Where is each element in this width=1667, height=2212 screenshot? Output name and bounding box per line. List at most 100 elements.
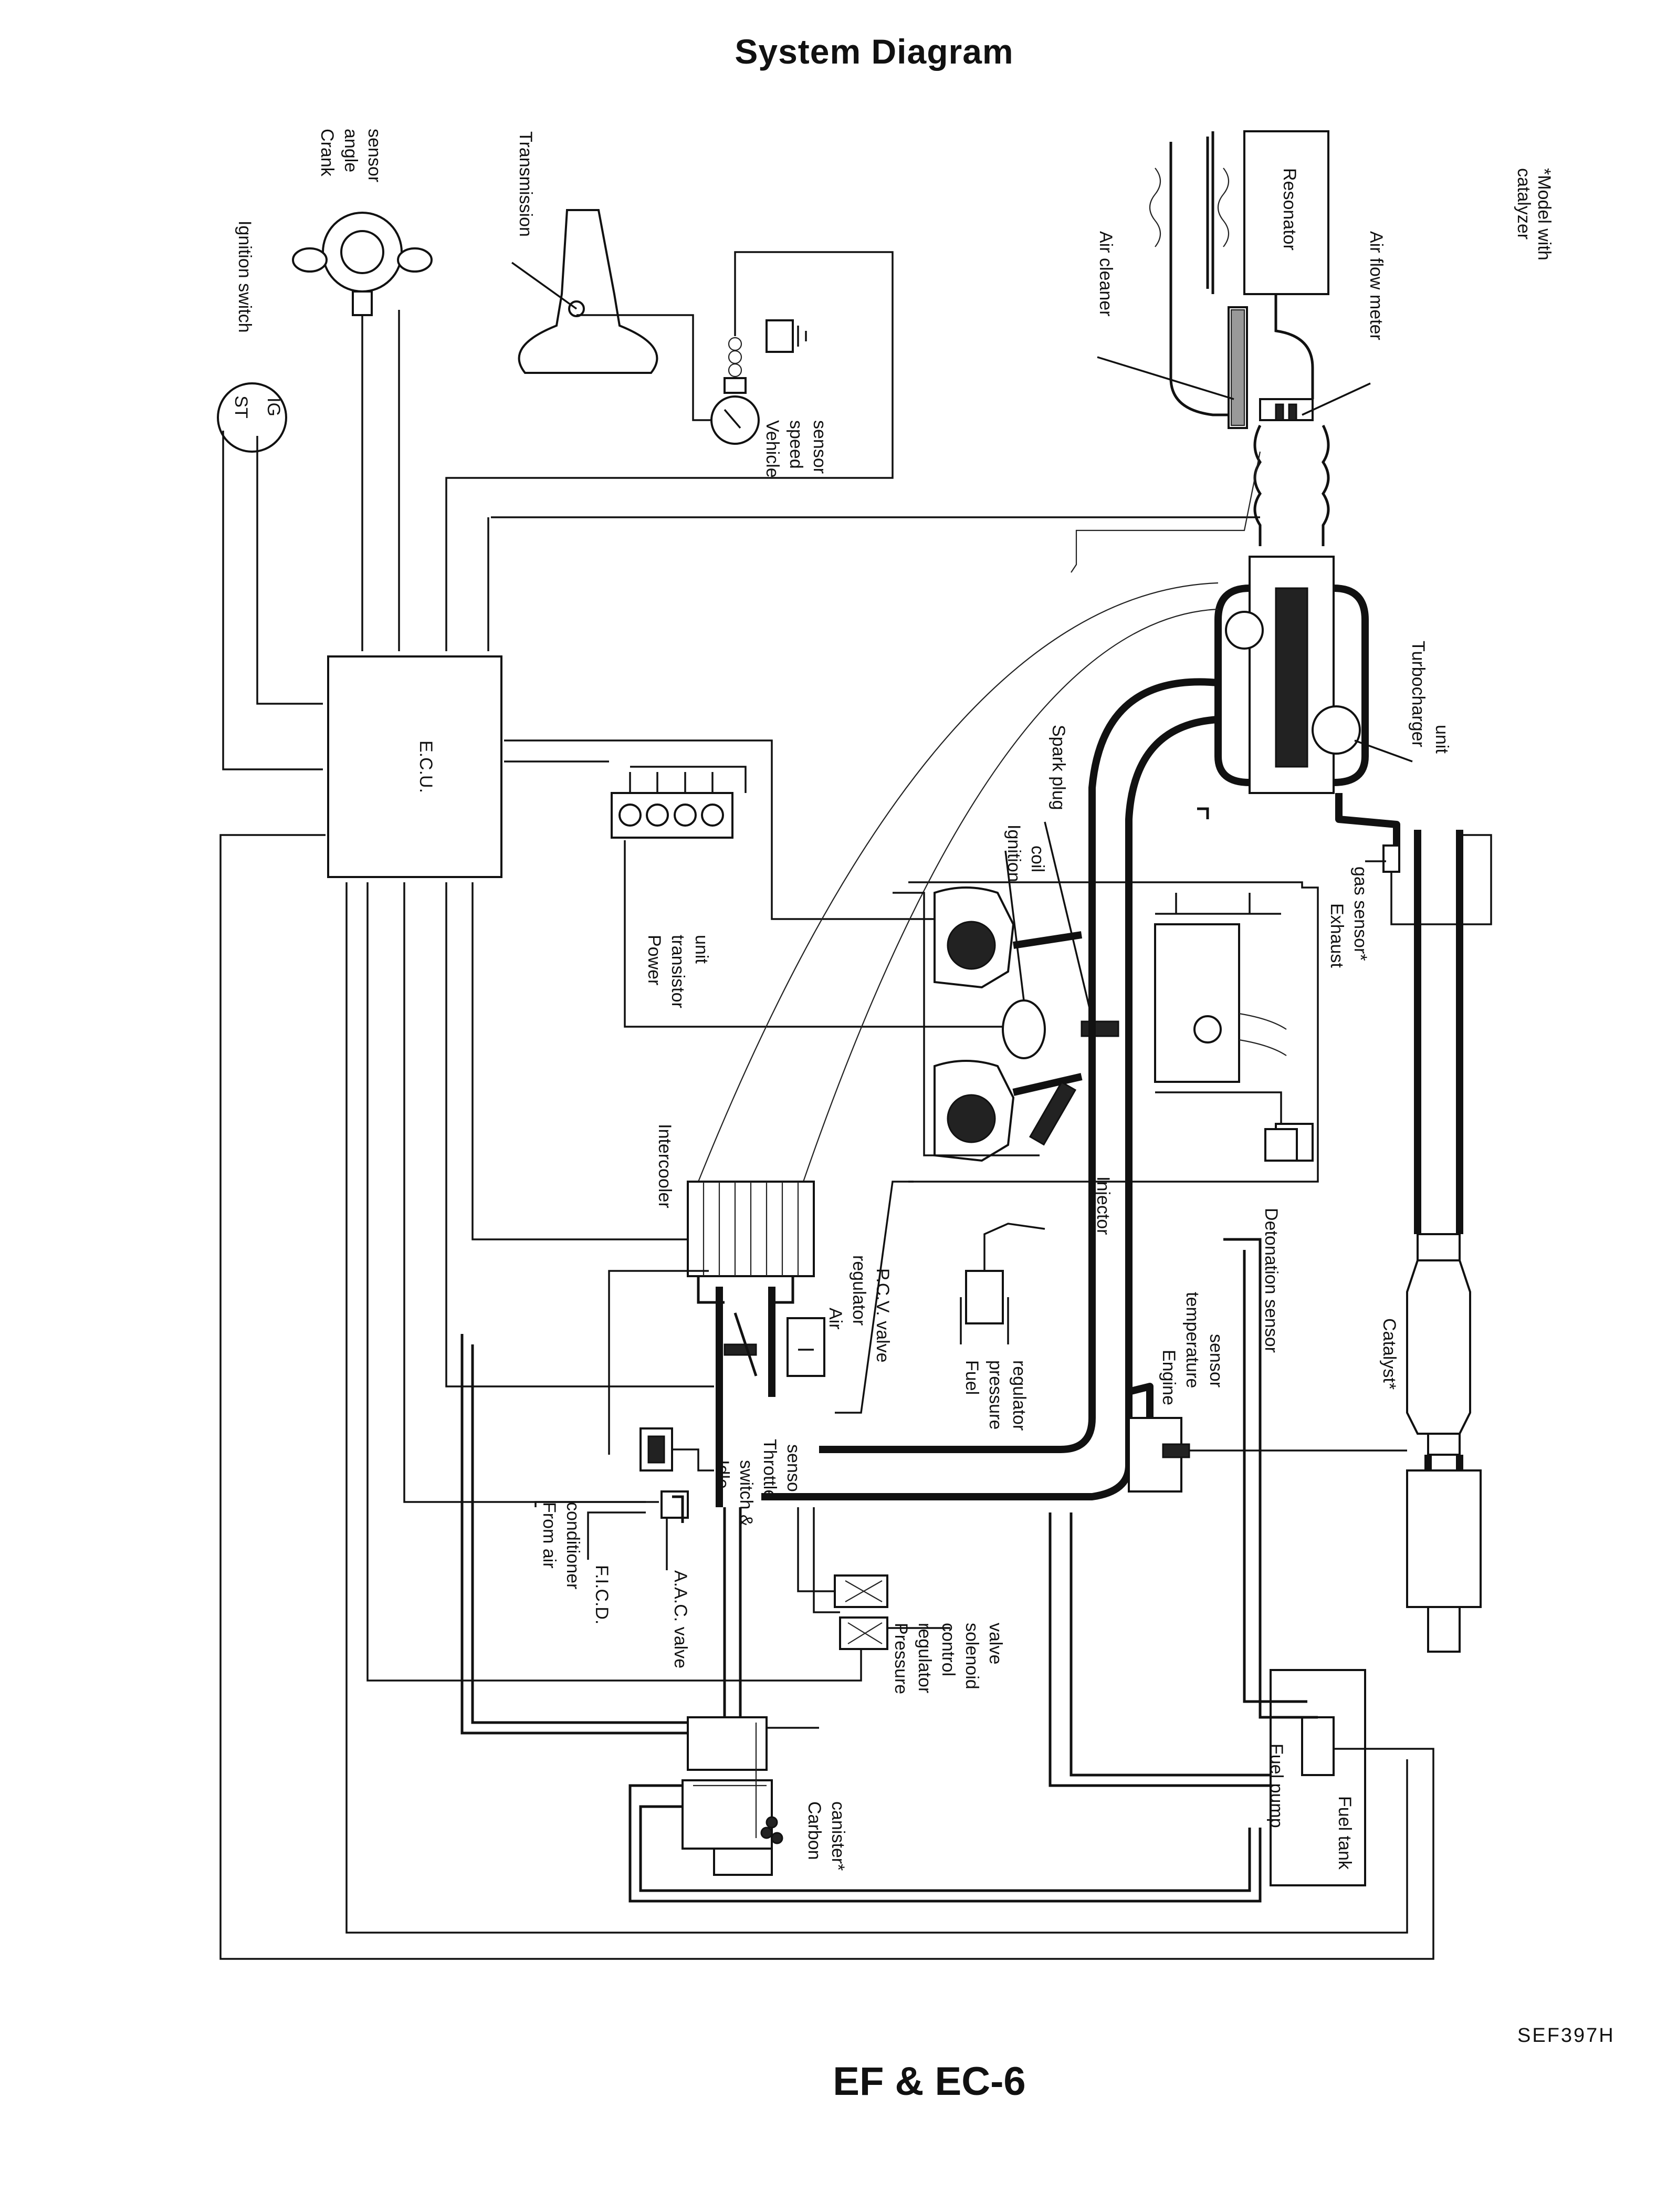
turbocharger: Turbocharger unit [1197,556,1452,819]
wire-injector-ecu [893,892,1040,1156]
afm-signal [1071,451,1261,573]
turbocharger-leader [1354,739,1413,763]
turbocharger-label-2: unit [1432,725,1452,754]
fuel-pump: Fuel pump [1266,1716,1335,1828]
vehicle-speed-sensor-label-3: sensor [810,420,830,474]
pipe-turbo-intercooler-1 [697,582,1219,1182]
power-transistor-unit: Power transistor unit [611,766,747,1008]
wire-speed-sensor-ecu [445,251,894,651]
exhaust-gas-sensor-label-2: gas sensor* [1350,867,1370,961]
ignition-coil-label-1: Ignition [1004,825,1024,882]
engine-outline [908,881,1319,1183]
vehicle-speed-sensor: Vehicle speed sensor [710,319,830,478]
ecu-label: E.C.U. [416,740,436,793]
page-title: System Diagram [735,32,1014,71]
pressure-regulator-control-solenoid-valve: Pressure regulator control solenoid valv… [797,1507,1005,1694]
cylinder-head-lower [1012,1073,1083,1096]
wire-ecu-aac [403,882,659,1503]
canister-fuel-tank-line [628,1784,1262,1903]
aac-hose [672,1495,684,1523]
idle-switch-wire [672,1448,714,1472]
engine-temperature-label-2: temperature [1182,1292,1202,1388]
from-air-conditioner-label-1: From air [539,1502,559,1569]
air-regulator-label-1: Air [825,1308,845,1330]
wire-ignition-st [222,431,323,770]
turbocharger-label-1: Turbocharger [1408,641,1428,747]
air-cleaner-leader [1097,356,1234,400]
resonator: Resonator [1243,130,1329,399]
air-flow-meter-leader [1302,382,1371,416]
engine-temperature-label-1: Engine [1159,1350,1179,1405]
fuel-tank-label: Fuel tank [1335,1796,1355,1870]
resonator-label: Resonator [1280,168,1299,251]
fuel-pressure-regulator-label-3: regulator [1009,1360,1029,1431]
intake-duct-turbo-to-manifold [819,678,1219,1453]
air-cleaner-label: Air cleaner [1096,231,1116,317]
catalyzer-note: *Model with catalyzer [1514,168,1554,260]
air-regulator-label-2: regulator [849,1255,869,1326]
ecu-box: E.C.U. [327,655,502,878]
page-number: EF & EC-6 [833,2059,1026,2104]
catalyst: Catalyst* [1379,1233,1482,1653]
intake-duct-inner [761,716,1219,1500]
wire-ecu-canister [345,882,1408,1934]
prcs-label-4: solenoid [962,1623,982,1689]
ficd-leader [587,1511,646,1560]
vehicle-speed-sensor-label-2: speed [786,420,806,469]
injector: Injector [1029,1081,1113,1235]
spark-plug-label: Spark plug [1049,725,1068,810]
prcs-label-1: Pressure [891,1623,911,1694]
aac-valve-label: A.A.C. valve [670,1570,690,1668]
engine-block [934,886,1314,1162]
injector-label: Injector [1093,1176,1113,1235]
pcv-valve-label: P.C.V. valve [873,1268,893,1363]
ignition-terminal-st: ST [231,395,251,418]
air-flow-meter: Air flow meter [1259,231,1386,421]
cylinder-head-upper [1012,931,1083,949]
intercooler-outlet [697,1276,794,1304]
ignition-switch: ST IG Ignition switch [217,221,287,453]
catalyst-label: Catalyst* [1379,1318,1399,1390]
exhaust-sensor-wire [1390,834,1492,925]
prcs-label-2: regulator [915,1623,935,1693]
fuel-tank: Fuel tank [1270,1669,1366,1886]
wire-transmission-pointer [511,262,578,310]
wire-ecu-intercooler [471,882,688,1240]
crank-angle-sensor-label-2: angle [341,129,361,172]
spark-plug: Spark plug [1049,725,1119,1037]
ignition-switch-label: Ignition switch [235,221,255,333]
wire-ecu-solenoid [366,882,862,1682]
air-regulator: Air regulator [787,1255,869,1377]
air-flow-meter-label: Air flow meter [1366,231,1386,340]
exhaust-pipe-outer [1335,793,1400,851]
throttle-chamber [716,1287,775,1507]
idle-switch-label-1: Idle [712,1460,732,1489]
intercooler-label: Intercooler [655,1124,675,1208]
fuel-return-line [460,1334,688,1735]
air-reg-hose [608,1270,709,1455]
fuel-pressure-regulator: Fuel pressure regulator [960,1223,1045,1431]
fuel-supply-line [1223,1238,1318,1719]
from-air-conditioner-label-2: conditioner [563,1502,583,1589]
fuel-line-to-tank [1049,1512,1271,1787]
fuel-pump-label: Fuel pump [1266,1744,1286,1828]
carbon-canister: Carbon canister* [682,1716,848,1876]
prcs-label-3: control [938,1623,958,1676]
carbon-canister-label-1: Carbon [804,1801,824,1860]
detonation-sensor-label: Detonation sensor [1261,1208,1281,1353]
wire-ecu-throttle [445,882,714,1387]
detonation-sensor: Detonation sensor [1261,1128,1298,1353]
ignition-coil-leader [1004,850,1025,1001]
power-transistor-label-1: Power [644,935,664,985]
crank-angle-sensor-label-1: Crank [317,129,337,177]
pcv-hose [835,1181,914,1414]
figure-code: SEF397H [1517,2025,1615,2047]
intake-bellows [1253,424,1330,546]
engine-temperature-sensor: Engine temperature sensor [1128,1292,1226,1493]
spark-plug-leader [1044,821,1093,1019]
wire-power-transistor-coil [624,840,1016,1028]
exhaust-gas-sensor-label-1: Exhaust [1327,903,1347,968]
exhaust-gas-sensor: Exhaust gas sensor* [1327,844,1400,968]
power-transistor-label-3: unit [691,935,711,964]
